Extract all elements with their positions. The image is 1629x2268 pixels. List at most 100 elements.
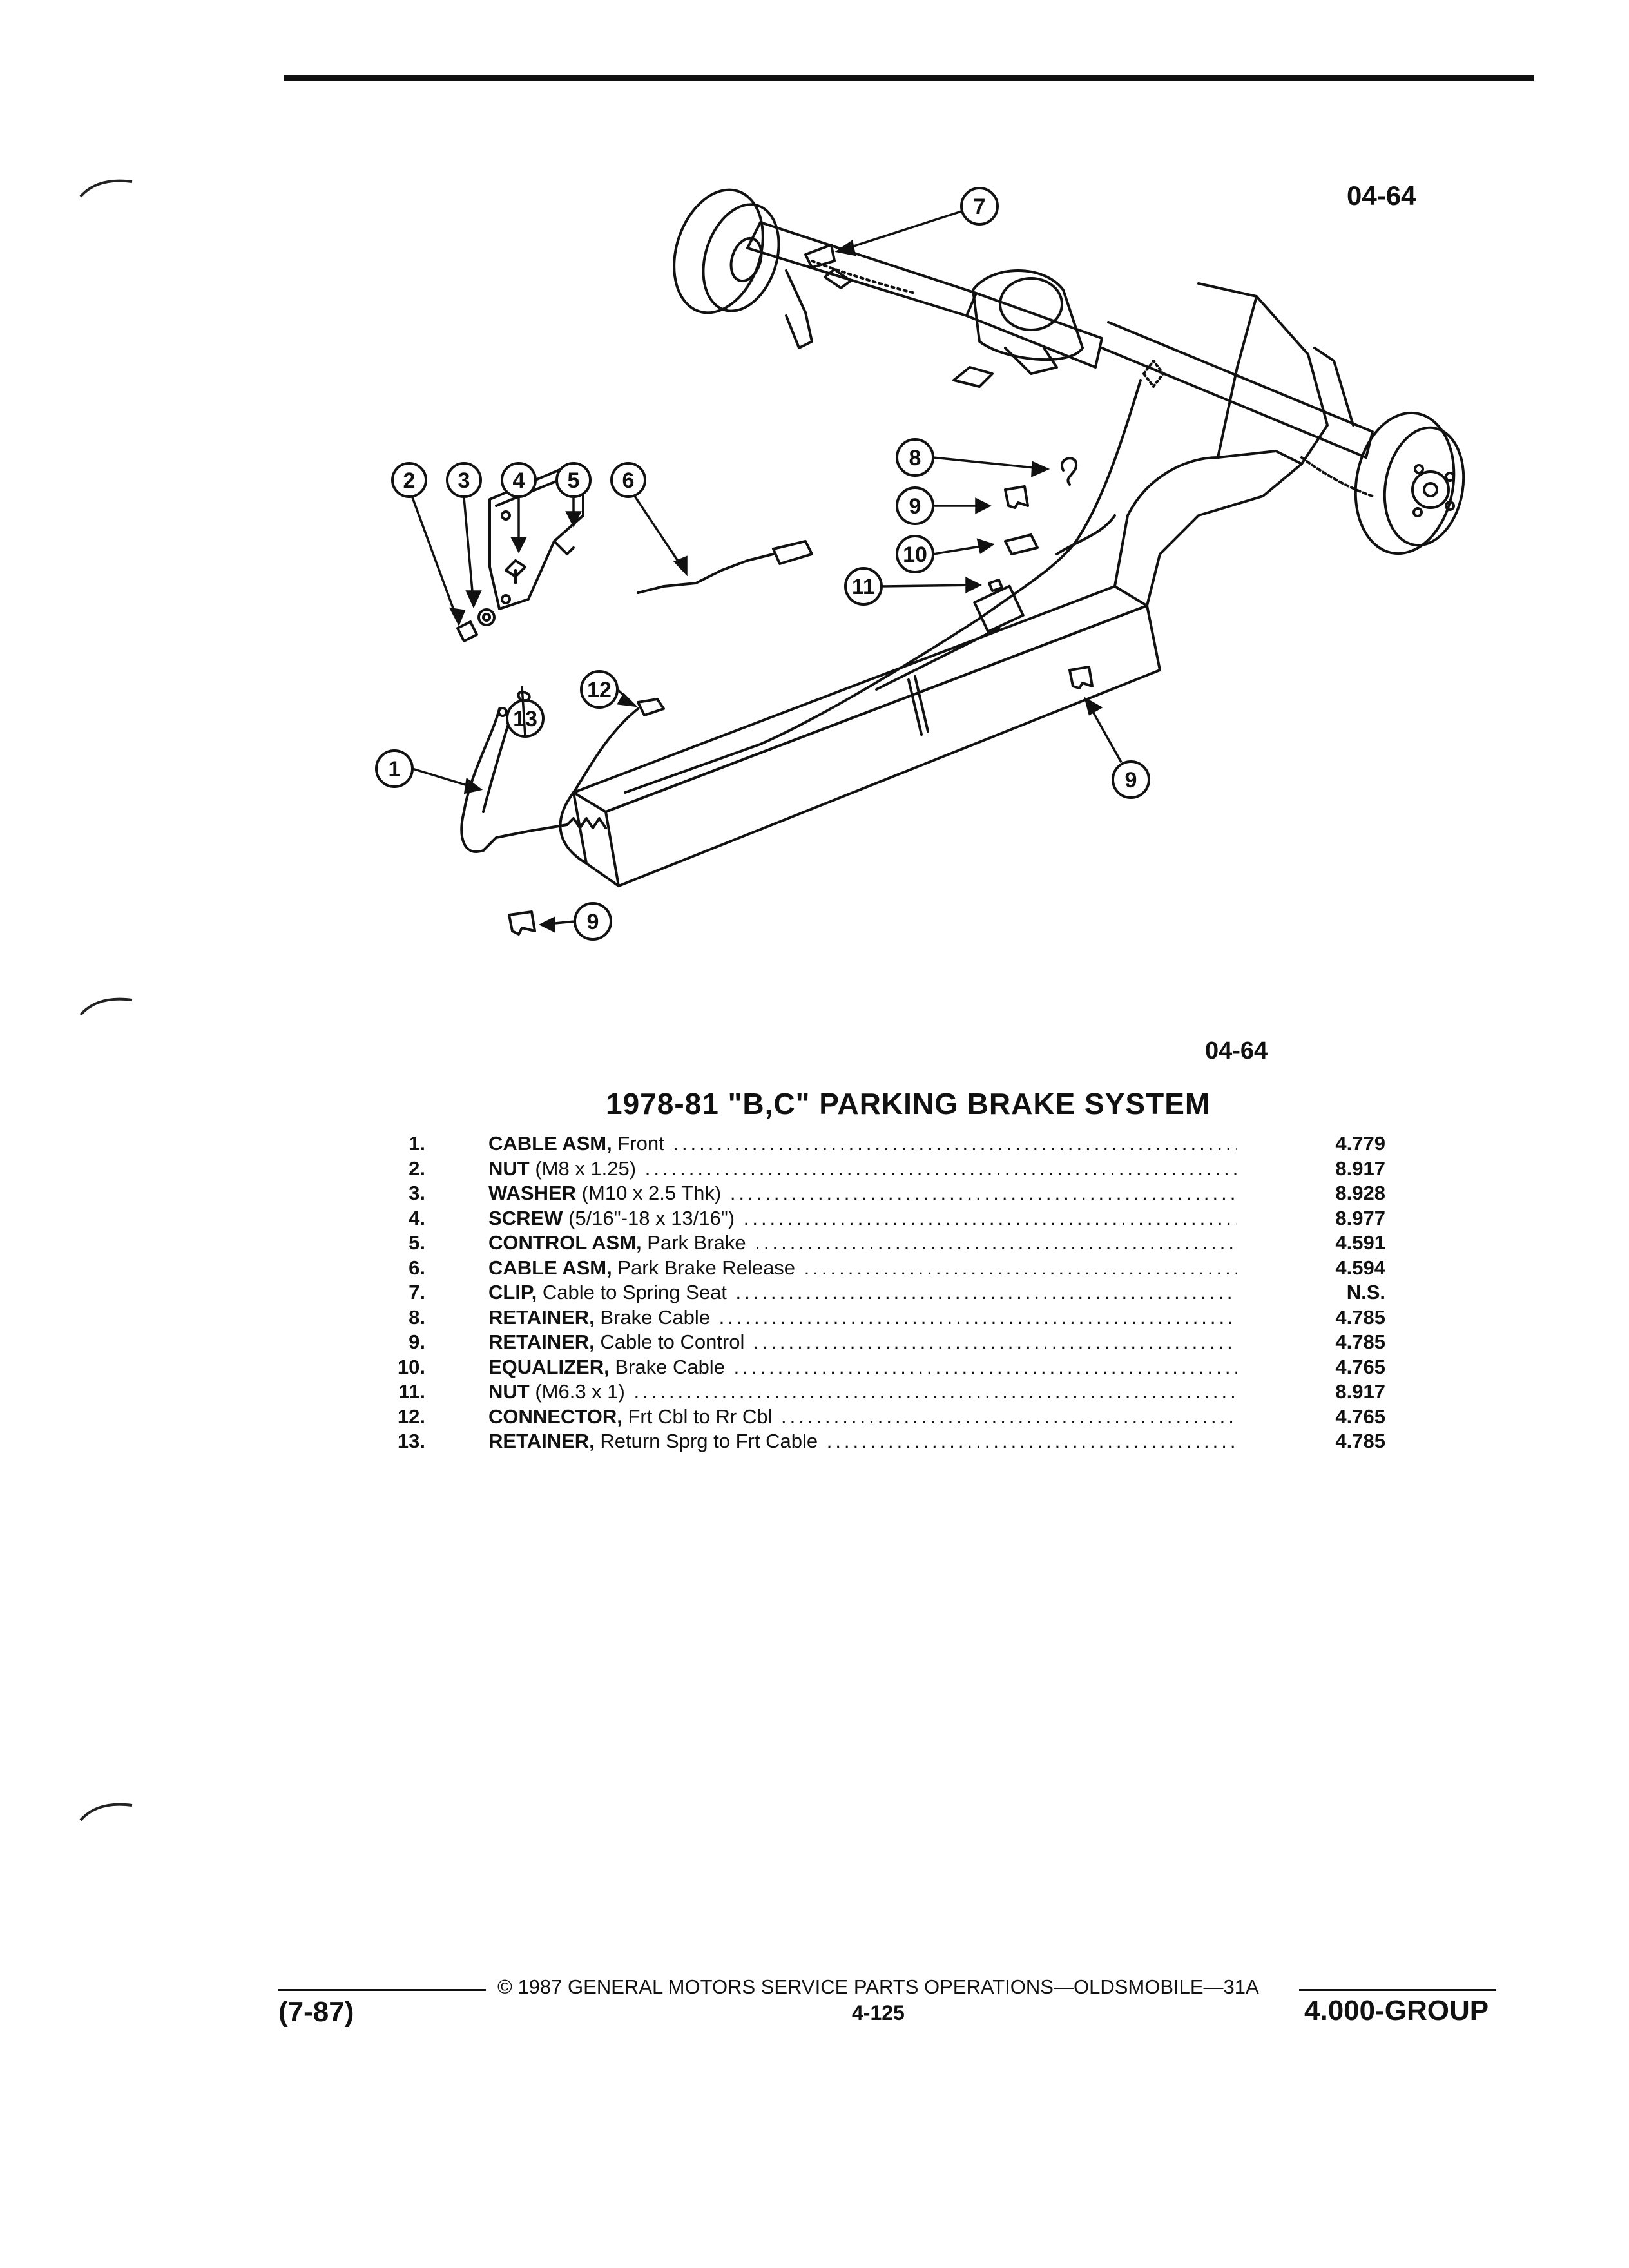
part-number: 5. [409, 1231, 425, 1254]
leader-dots: ........................................… [780, 1405, 1237, 1428]
part-name: NUT [488, 1380, 530, 1403]
part-detail: Cable to Control [594, 1331, 745, 1353]
part-description: NUT (M6.3 x 1) .........................… [488, 1379, 1237, 1404]
part-detail: (M10 x 2.5 Thk) [576, 1182, 722, 1204]
callout-4: 4 [501, 462, 537, 498]
clip-part [804, 244, 836, 269]
part-group-code: 4.765 [1335, 1355, 1385, 1378]
part-name: EQUALIZER, [488, 1355, 610, 1378]
part-group-code: 8.917 [1335, 1157, 1385, 1180]
scan-mark [79, 997, 133, 1016]
part-number: 13. [397, 1430, 425, 1452]
retainer-8-part [1061, 457, 1078, 486]
leader-dots: ........................................… [804, 1256, 1237, 1279]
footer-copyright: © 1987 GENERAL MOTORS SERVICE PARTS OPER… [497, 1975, 1259, 1998]
part-detail: (M8 x 1.25) [529, 1157, 637, 1180]
rear-axle [746, 221, 1103, 388]
part-group-code: N.S. [1346, 1281, 1385, 1303]
part-detail: (5/16"-18 x 13/16") [563, 1206, 735, 1229]
svg-text:4: 4 [513, 468, 525, 493]
part-row: 1. CABLE ASM, Front .....................… [380, 1131, 1385, 1157]
part-name: CLIP, [488, 1281, 537, 1303]
part-description: CABLE ASM, Park Brake Release ..........… [488, 1256, 1237, 1280]
leader-dots: ........................................… [735, 1281, 1237, 1303]
figure-code-bottom: 04-64 [1205, 1037, 1268, 1064]
svg-text:3: 3 [458, 468, 470, 493]
part-number: 6. [409, 1256, 425, 1279]
front-cable [460, 707, 639, 853]
callout-13: 13 [506, 699, 545, 738]
part-group-code: 4.785 [1335, 1305, 1385, 1329]
part-description: EQUALIZER, Brake Cable .................… [488, 1355, 1237, 1379]
part-number: 10. [397, 1355, 425, 1378]
callout-10: 10 [896, 535, 934, 573]
leader-dots: ........................................… [729, 1182, 1237, 1204]
part-detail: Frt Cbl to Rr Cbl [622, 1405, 773, 1428]
connector-part [637, 698, 665, 716]
part-name: NUT [488, 1157, 530, 1180]
part-number: 12. [397, 1405, 425, 1428]
svg-text:5: 5 [568, 468, 580, 493]
svg-text:9: 9 [1125, 768, 1137, 793]
callout-9-bottom: 9 [574, 902, 612, 941]
callout-1: 1 [375, 749, 414, 788]
footer-rule-left [278, 1989, 486, 1991]
part-number: 3. [409, 1182, 425, 1204]
right-brake-drum [1354, 411, 1465, 555]
top-rule [284, 75, 1534, 81]
part-row: 11.NUT (M6.3 x 1) ......................… [380, 1379, 1385, 1405]
equalizer-part [1004, 533, 1039, 555]
part-row: 9.RETAINER, Cable to Control ...........… [380, 1330, 1385, 1355]
part-number: 1. [409, 1132, 425, 1155]
part-name: RETAINER, [488, 1331, 595, 1353]
part-number: 4. [409, 1206, 425, 1229]
part-description: CABLE ASM, Front .......................… [488, 1131, 1237, 1156]
part-name: RETAINER, [488, 1430, 595, 1452]
footer-revision-date: (7-87) [278, 1996, 354, 2028]
svg-text:10: 10 [903, 543, 927, 567]
svg-text:9: 9 [909, 494, 921, 519]
part-group-code: 4.594 [1335, 1256, 1385, 1279]
part-detail: Front [612, 1132, 664, 1155]
svg-text:9: 9 [587, 910, 599, 934]
parking-brake-diagram: 1 2 3 4 5 6 7 8 9 10 11 12 13 9 9 [375, 187, 1465, 941]
part-number: 8. [409, 1305, 425, 1329]
part-row: 2.NUT (M8 x 1.25) ......................… [380, 1157, 1385, 1182]
footer-rule-right [1299, 1989, 1496, 1991]
part-detail: Cable to Spring Seat [537, 1281, 727, 1303]
part-name: WASHER [488, 1182, 577, 1204]
part-detail: Park Brake Release [612, 1256, 796, 1279]
release-cable [637, 553, 775, 594]
part-name: CABLE ASM, [488, 1132, 612, 1155]
nut-part [456, 620, 478, 642]
part-row: 3. WASHER (M10 x 2.5 Thk) ...............… [380, 1181, 1385, 1206]
svg-text:8: 8 [909, 446, 921, 470]
callout-9-top: 9 [896, 486, 934, 525]
part-group-code: 8.977 [1335, 1206, 1385, 1229]
figure-code-top: 04-64 [1347, 180, 1416, 211]
part-group-code: 8.928 [1335, 1182, 1385, 1204]
leader-dots: ........................................… [644, 1157, 1237, 1180]
part-description: SCREW (5/16"-18 x 13/16") ..............… [488, 1206, 1237, 1231]
part-name: CABLE ASM, [488, 1256, 612, 1279]
svg-text:2: 2 [403, 468, 416, 493]
part-detail: Return Sprg to Frt Cable [594, 1430, 818, 1452]
leader-dots: ........................................… [753, 1331, 1237, 1353]
callout-9-right: 9 [1112, 760, 1150, 799]
scan-mark [79, 1803, 133, 1821]
rear-cable [624, 360, 1164, 794]
callout-6: 6 [610, 462, 646, 498]
callout-11: 11 [844, 567, 883, 606]
leader-dots: ........................................… [743, 1206, 1237, 1229]
part-row: 12.CONNECTOR, Frt Cbl to Rr Cbl ........… [380, 1405, 1385, 1430]
svg-text:7: 7 [974, 195, 986, 219]
part-row: 5.CONTROL ASM, Park Brake ..............… [380, 1231, 1385, 1256]
svg-text:12: 12 [587, 678, 612, 702]
screw-part [505, 559, 526, 584]
part-description: CLIP, Cable to Spring Seat .............… [488, 1280, 1237, 1305]
callout-5: 5 [555, 462, 592, 498]
retainer-9-part [1004, 485, 1029, 509]
callout-3: 3 [446, 462, 482, 498]
part-description: WASHER (M10 x 2.5 Thk) .................… [488, 1181, 1237, 1206]
part-group-code: 4.779 [1335, 1132, 1385, 1155]
